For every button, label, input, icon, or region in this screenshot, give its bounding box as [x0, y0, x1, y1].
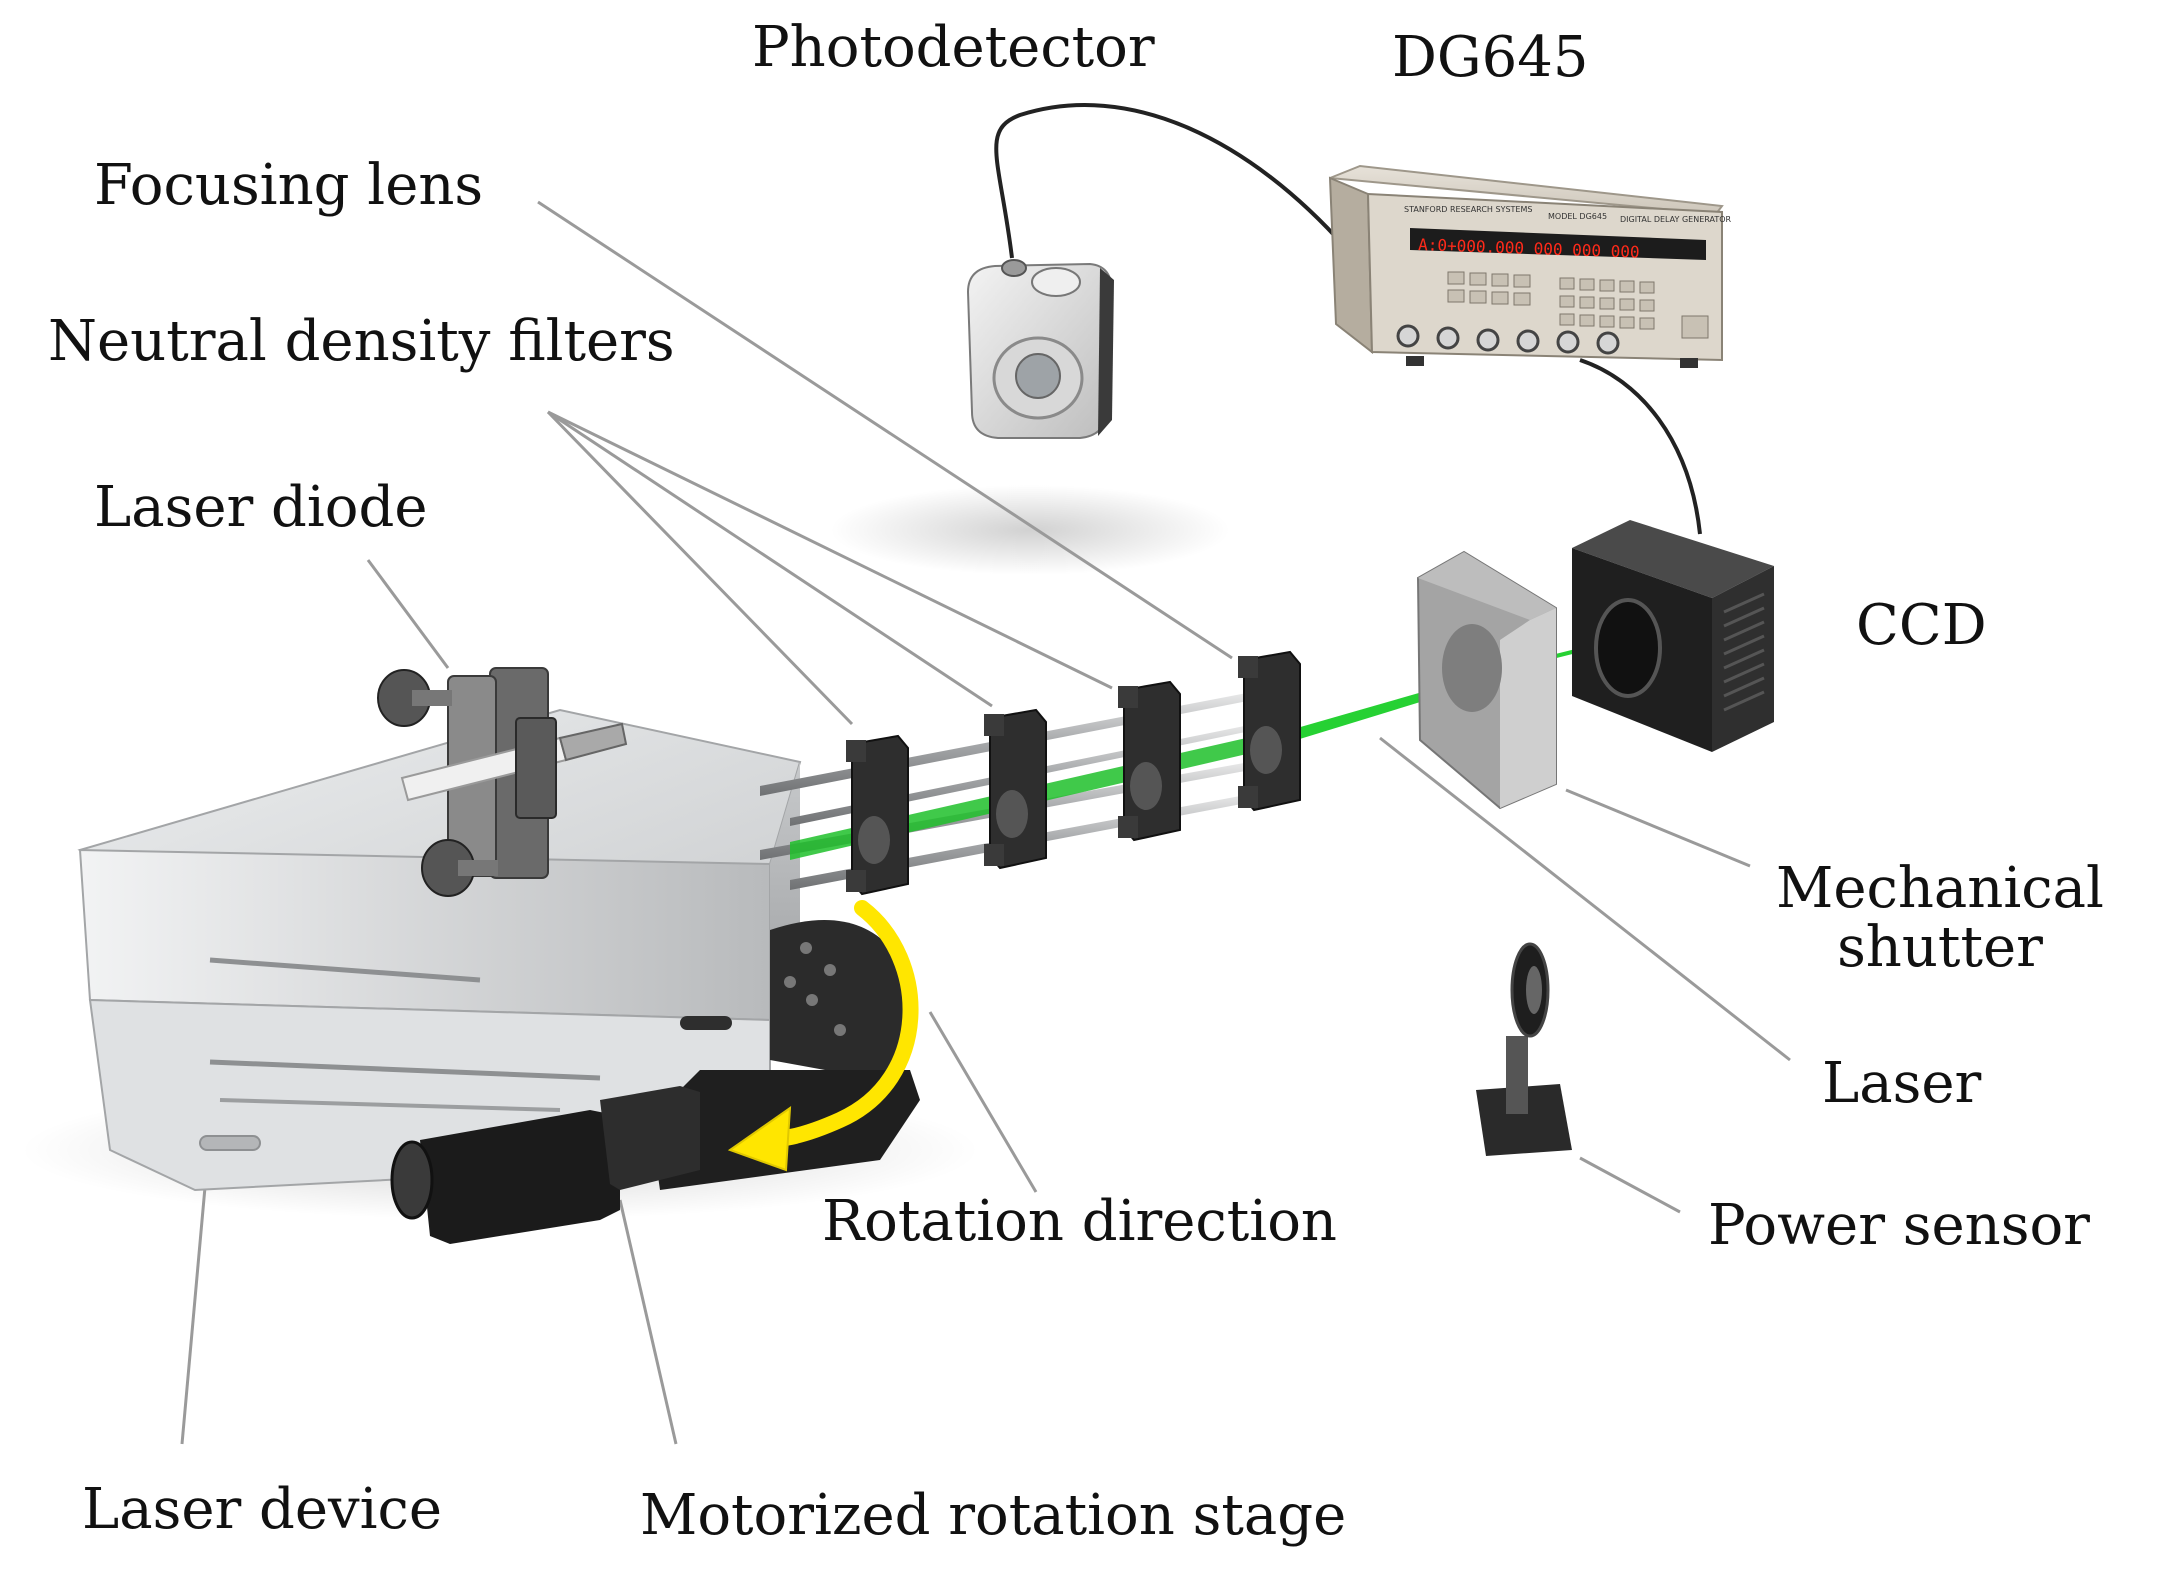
mechanical-shutter: [1416, 550, 1557, 810]
filter-holders: [846, 650, 1301, 896]
dg645-foot: [1680, 358, 1698, 368]
label-photodetector: Photodetector: [752, 15, 1155, 80]
ccd-camera: [1572, 520, 1774, 752]
label-motorized-rotation-stage: Motorized rotation stage: [640, 1483, 1347, 1548]
label-laser-diode: Laser diode: [94, 475, 428, 540]
stage-holes: [784, 942, 846, 1036]
ccd-top: [1572, 520, 1774, 598]
power-sensor-post: [1506, 1036, 1528, 1114]
dg645-instrument: STANFORD RESEARCH SYSTEMS MODEL DG645 DI…: [1328, 164, 1732, 368]
leader-lines: [180, 200, 1791, 1445]
rotation-arrow-head: [727, 1105, 792, 1172]
dg645-brand: STANFORD RESEARCH SYSTEMS: [1404, 205, 1532, 214]
filter-holder: [1118, 680, 1181, 842]
laser-device-groove: [209, 957, 481, 983]
diode-body: [515, 717, 557, 819]
label-laser-device: Laser device: [82, 1477, 443, 1542]
stage-motor-gearbox: [600, 1086, 700, 1190]
leader-laser-diode: [366, 559, 450, 669]
label-mechanical-shutter-line2: shutter: [1837, 914, 2043, 980]
leader-power-sensor: [1579, 1156, 1681, 1214]
stage-motor-body: [420, 1110, 620, 1244]
leader-nd-filter-3: [547, 410, 1113, 690]
label-rotation-direction: Rotation direction: [822, 1189, 1337, 1254]
power-sensor: [1476, 942, 1572, 1156]
ccd-cable: [1579, 358, 1702, 535]
dg645-side: [1328, 176, 1374, 355]
shutter-side: [1500, 608, 1556, 808]
stage-rotary-disk: [770, 920, 912, 1080]
laser-device-slot: [680, 1016, 732, 1030]
leader-nd-filter-2: [547, 410, 993, 708]
filter-holder: [984, 708, 1047, 870]
rotation-direction-arrow: [727, 900, 919, 1172]
dg645-keypad: [1447, 271, 1709, 339]
power-sensor-base: [1476, 1084, 1572, 1156]
dg645-panel-title: DIGITAL DELAY GENERATOR: [1620, 215, 1732, 224]
leader-rotation-direction: [928, 1011, 1038, 1193]
label-mechanical-shutter-line1: Mechanical: [1776, 856, 2104, 921]
photodetector-connector: [1001, 259, 1027, 277]
dg645-top: [1329, 164, 1724, 216]
dg645-model: MODEL DG645: [1548, 212, 1607, 221]
photodetector-lens: [1015, 353, 1061, 399]
label-neutral-density-filters: Neutral density filters: [48, 309, 675, 374]
leader-focusing-lens: [537, 200, 1233, 660]
dg645-display: [1410, 228, 1706, 260]
photodetector-side: [1098, 268, 1114, 436]
shutter-aperture: [1442, 624, 1502, 712]
power-sensor-aperture: [1526, 966, 1542, 1014]
leader-laser-device: [180, 1175, 208, 1445]
dg645-foot: [1406, 356, 1424, 366]
label-dg645: DG645: [1392, 25, 1589, 90]
filter-holder: [846, 734, 909, 896]
label-power-sensor: Power sensor: [1708, 1193, 2090, 1258]
photodetector-knob: [1031, 267, 1081, 297]
laser-diode-tip: [558, 722, 628, 762]
diode-knob-shaft: [458, 860, 498, 876]
dg645-bnc-connectors: [1396, 324, 1620, 355]
ccd-lens-port: [1594, 598, 1662, 698]
laser-device-groove: [209, 1059, 601, 1081]
label-focusing-lens: Focusing lens: [94, 153, 484, 218]
photodetector-cable: [994, 103, 1348, 259]
leader-laser: [1379, 736, 1791, 1062]
laser-device-groove: [219, 1098, 561, 1112]
label-ccd: CCD: [1856, 593, 1987, 658]
leader-motorized-stage: [618, 1199, 678, 1445]
diode-knob-shaft: [412, 690, 452, 706]
photodetector: [966, 259, 1114, 439]
label-laser: Laser: [1822, 1051, 1982, 1116]
shutter-top: [1418, 552, 1556, 620]
stage-motor-endcap: [390, 1140, 434, 1220]
floor-shadow: [830, 485, 1230, 575]
label-mechanical-shutter: Mechanical shutter: [1776, 856, 2104, 980]
laser-diode-mount: [377, 667, 628, 897]
focusing-lens-holder: [1238, 650, 1301, 812]
leader-nd-filter-1: [546, 410, 854, 726]
leader-mechanical-shutter: [1565, 788, 1751, 868]
ccd-vents: [1723, 592, 1765, 712]
laser-device-slot: [199, 1135, 261, 1151]
